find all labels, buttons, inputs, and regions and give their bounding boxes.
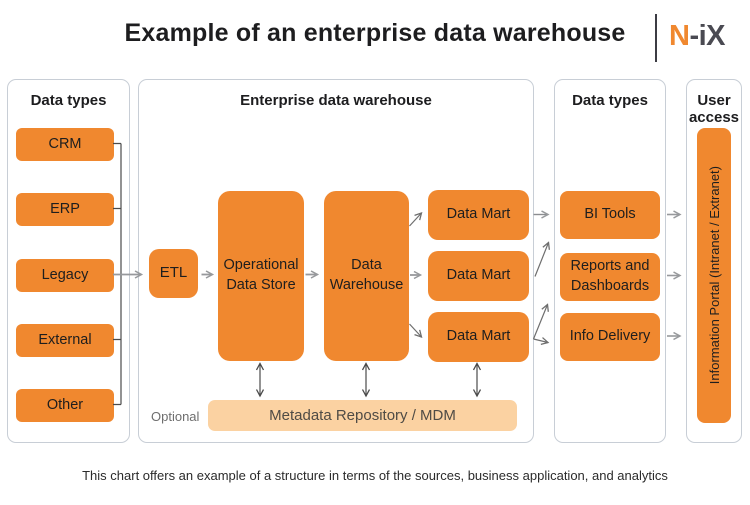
nix-logo-ix: -iX bbox=[689, 20, 726, 52]
info-delivery-box: Info Delivery bbox=[560, 313, 660, 361]
nix-logo: N-iX bbox=[669, 20, 726, 53]
source-box-crm: CRM bbox=[16, 128, 114, 161]
panel-consumer-data-types: Data types BI Tools Reports and Dashboar… bbox=[554, 79, 666, 443]
information-portal-label: Information Portal (Intranet / Extranet) bbox=[706, 166, 722, 385]
panel-title-source-data-types: Data types bbox=[30, 92, 107, 109]
nix-logo-n: N bbox=[669, 20, 690, 52]
panel-source-data-types: Data types CRM ERP Legacy External Other bbox=[7, 79, 130, 443]
reports-dashboards-box: Reports and Dashboards bbox=[560, 253, 660, 301]
panel-title-edw: Enterprise data warehouse bbox=[240, 92, 432, 109]
data-warehouse-box: Data Warehouse bbox=[324, 191, 409, 361]
etl-box: ETL bbox=[149, 249, 198, 298]
source-box-other: Other bbox=[16, 389, 114, 422]
source-box-erp: ERP bbox=[16, 193, 114, 226]
panel-title-user-access: User access bbox=[688, 92, 740, 127]
panel-user-access: User access Information Portal (Intranet… bbox=[686, 79, 742, 443]
operational-data-store-box: Operational Data Store bbox=[218, 191, 304, 361]
panel-enterprise-data-warehouse: Enterprise data warehouse ETL Operationa… bbox=[138, 79, 534, 443]
source-box-legacy: Legacy bbox=[16, 259, 114, 292]
bottom-caption: This chart offers an example of a struct… bbox=[82, 468, 668, 483]
metadata-repository-box: Metadata Repository / MDM bbox=[208, 400, 517, 431]
bi-tools-box: BI Tools bbox=[560, 191, 660, 239]
data-mart-box-1: Data Mart bbox=[428, 190, 529, 240]
information-portal-box: Information Portal (Intranet / Extranet) bbox=[697, 128, 731, 423]
data-mart-box-2: Data Mart bbox=[428, 251, 529, 301]
source-box-external: External bbox=[16, 324, 114, 357]
data-mart-box-3: Data Mart bbox=[428, 312, 529, 362]
logo-divider bbox=[655, 14, 657, 62]
panel-title-consumer-data-types: Data types bbox=[572, 92, 648, 109]
page-title: Example of an enterprise data warehouse bbox=[124, 19, 626, 47]
optional-label: Optional bbox=[151, 409, 200, 424]
